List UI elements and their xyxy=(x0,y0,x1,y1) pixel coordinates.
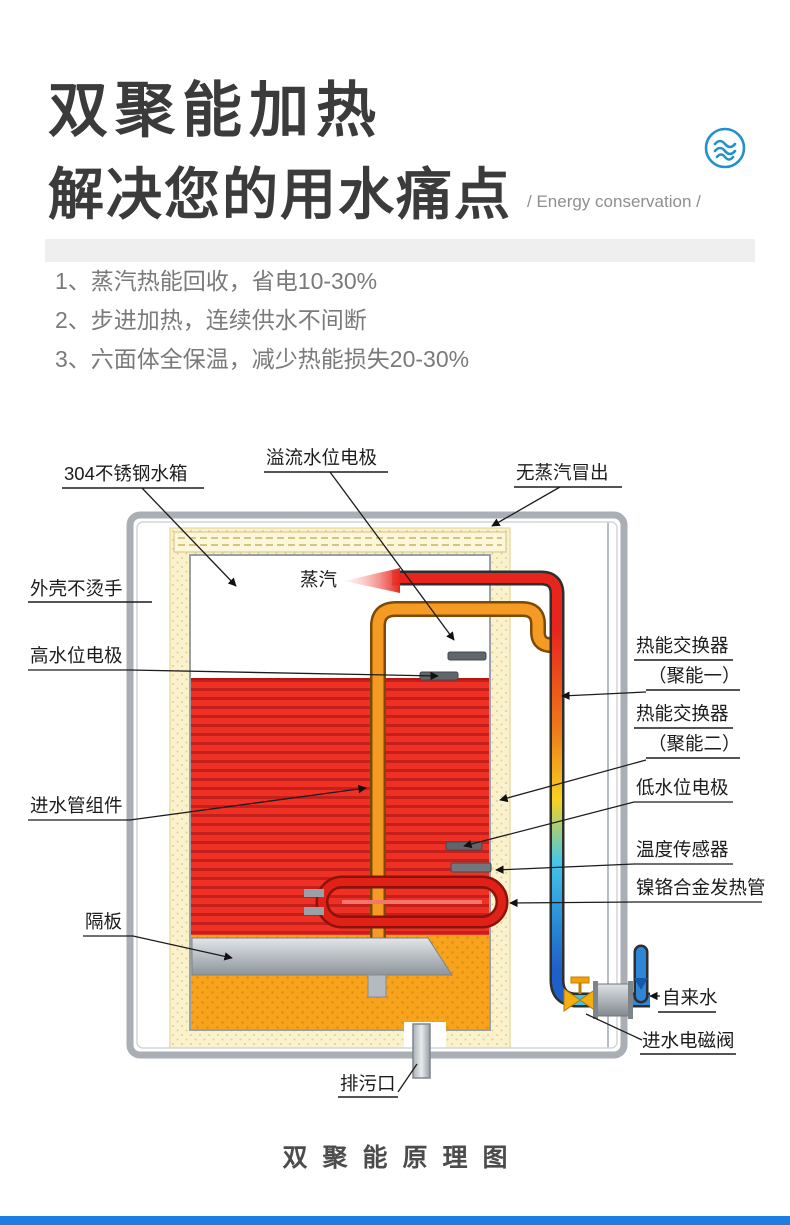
heating-tube xyxy=(304,875,509,929)
inlet-pipe xyxy=(370,601,557,994)
label-heating-tube: 镍铬合金发热管 xyxy=(636,877,766,898)
partition-plate xyxy=(191,937,453,976)
section-divider-bar xyxy=(0,1216,790,1225)
steam-arrow xyxy=(344,568,400,593)
label-shell-cool: 外壳不烫手 xyxy=(30,578,123,599)
cold-water-assembly xyxy=(563,944,650,1019)
label-heat-exchanger-2a: 热能交换器 xyxy=(636,703,729,724)
diagram-caption: 双聚能原理图 xyxy=(282,1144,523,1172)
label-low-water-electrode: 低水位电极 xyxy=(636,777,729,798)
label-drain-outlet: 排污口 xyxy=(340,1073,396,1094)
label-steel-tank: 304不锈钢水箱 xyxy=(64,463,187,484)
label-high-water-electrode: 高水位电极 xyxy=(30,645,123,666)
water-wave-icon xyxy=(703,126,747,170)
page-title-line1: 双聚能加热 xyxy=(48,77,383,144)
label-steam: 蒸汽 xyxy=(300,569,337,590)
feature-item-3: 3、六面体全保温，减少热能损失20-30% xyxy=(55,346,470,372)
title-divider-band xyxy=(45,239,755,262)
water-heater-diagram: 304不锈钢水箱 溢流水位电极 无蒸汽冒出 外壳不烫手 高水位电极 蒸汽 进水管… xyxy=(0,430,790,1130)
top-insulation-strip xyxy=(173,531,507,553)
label-temp-sensor: 温度传感器 xyxy=(636,839,729,860)
label-inlet-pipe-assembly: 进水管组件 xyxy=(30,795,123,816)
label-heat-exchanger-1b: （聚能一） xyxy=(648,665,741,686)
page-title-line2: 解决您的用水痛点 xyxy=(48,163,512,226)
label-no-steam: 无蒸汽冒出 xyxy=(516,462,609,483)
leader-lines xyxy=(28,471,762,1098)
temp-sensor xyxy=(450,862,492,873)
label-overflow-electrode: 溢流水位电极 xyxy=(266,447,377,468)
solenoid-valve-body xyxy=(595,983,631,1017)
label-partition: 隔板 xyxy=(85,911,122,932)
overflow-electrode xyxy=(447,651,487,661)
label-tap-water: 自来水 xyxy=(662,987,718,1008)
label-inlet-solenoid-valve: 进水电磁阀 xyxy=(642,1030,735,1051)
label-heat-exchanger-2b: （聚能二） xyxy=(648,733,741,754)
inlet-pipe-outlet xyxy=(367,974,387,998)
heater-casing-border xyxy=(126,511,628,1059)
feature-item-2: 2、步进加热，连续供水不间断 xyxy=(55,307,367,333)
flow-arrow xyxy=(634,978,648,990)
feature-list: 1、蒸汽热能回收，省电10-30% 2、步进加热，连续供水不间断 3、六面体全保… xyxy=(55,262,469,379)
feature-item-1: 1、蒸汽热能回收，省电10-30% xyxy=(55,268,378,294)
drain-pipe xyxy=(412,1023,431,1079)
hot-water xyxy=(191,678,489,936)
label-heat-exchanger-1a: 热能交换器 xyxy=(636,635,729,656)
page-subtitle: / Energy conservation / xyxy=(527,192,701,211)
